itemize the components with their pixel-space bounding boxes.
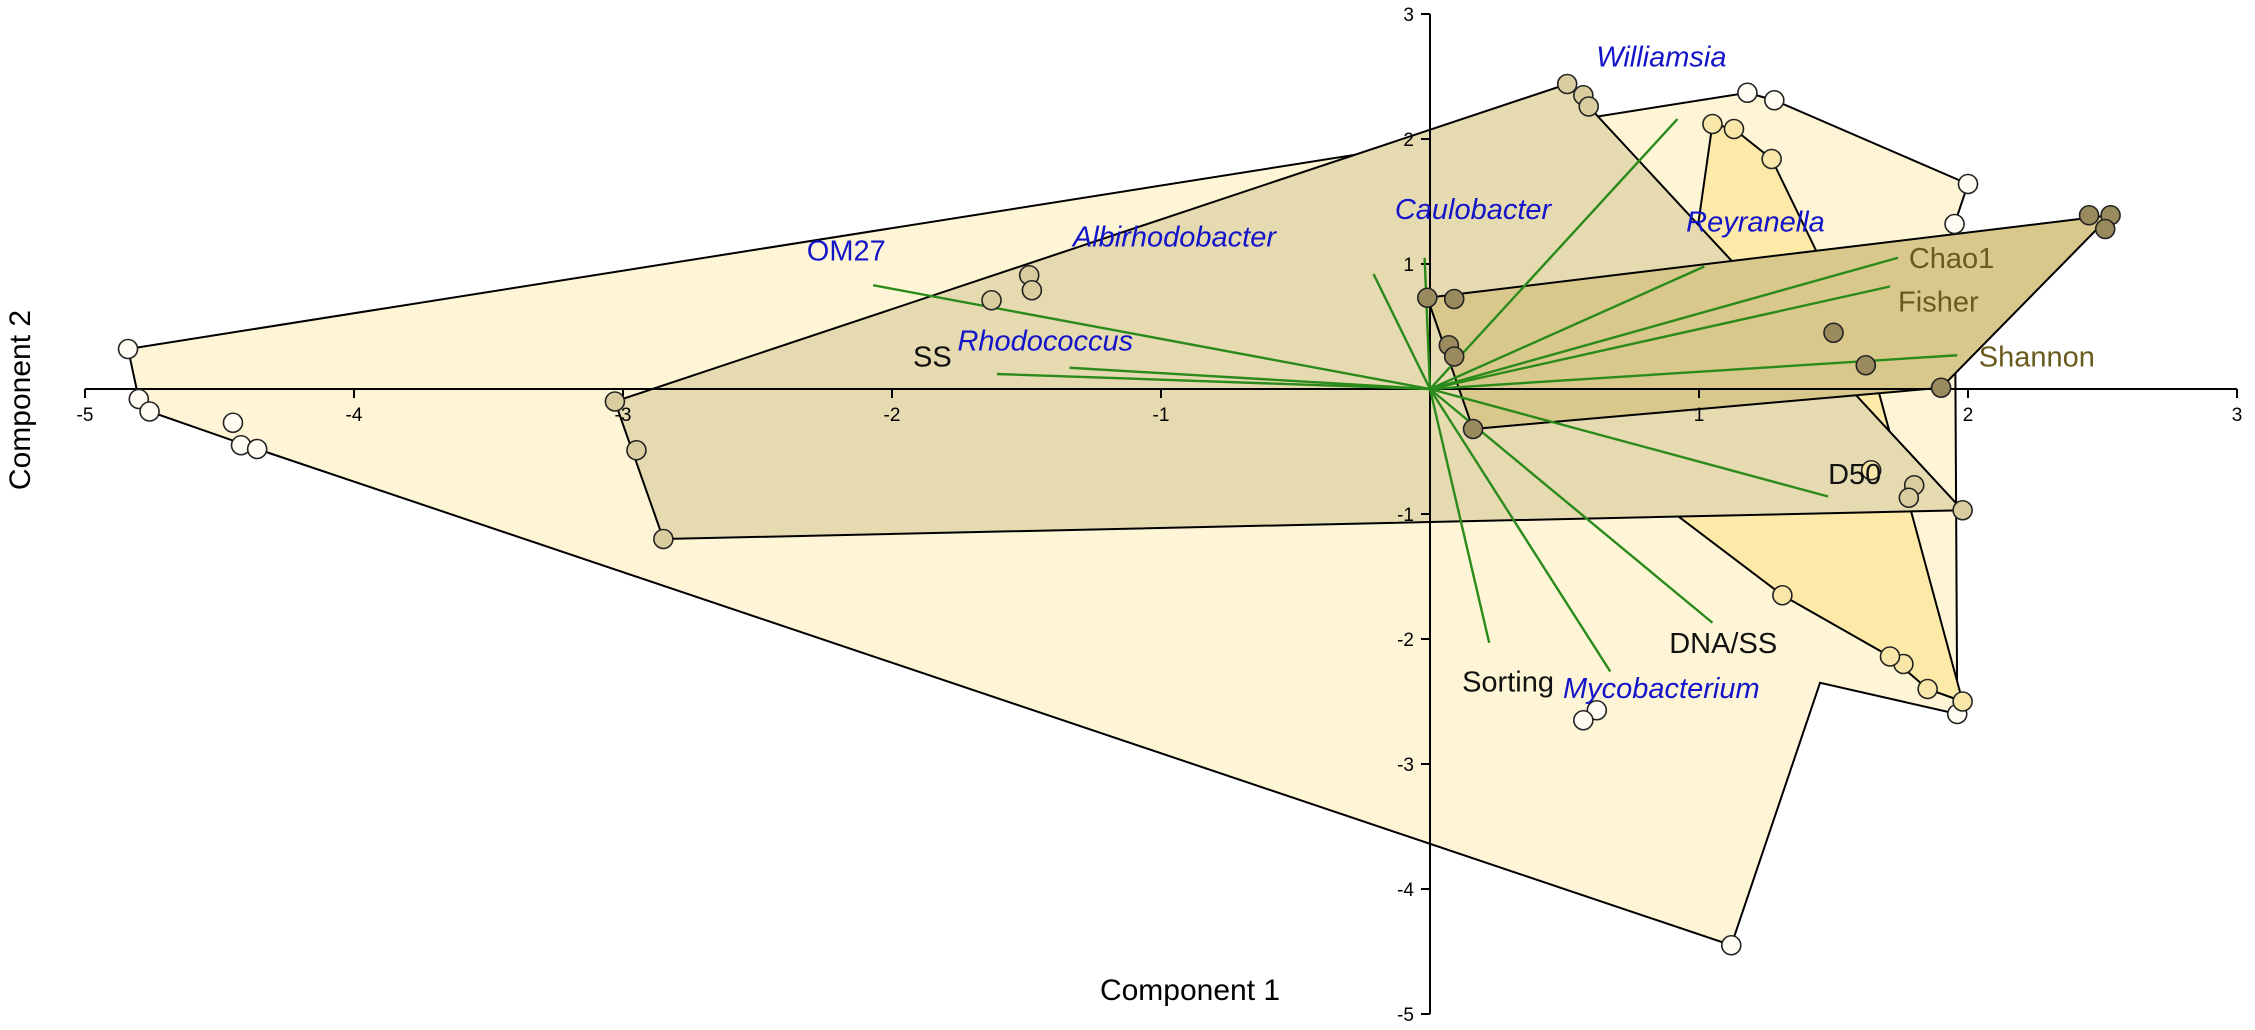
point-white [117,338,139,360]
point-dark-olive [1823,322,1844,344]
point-tan [1556,73,1578,95]
point-tan [1578,96,1600,117]
vector-om27 [872,284,1431,391]
label-ss: SS [913,342,952,374]
y-tick-label: -5 [1397,1005,1414,1026]
label-dna-ss: DNA/SS [1669,628,1777,660]
label-williamsia: Williamsia [1596,42,1726,74]
label-shannon: Shannon [1979,342,2095,374]
label-albirhodobacter: Albirhodobacter [1071,222,1277,254]
vector-reyranella [1429,265,1705,391]
y-tick-label: -3 [1397,755,1414,776]
point-white [1720,934,1742,956]
label-om27: OM27 [807,235,886,267]
point-dark-olive [1930,377,1952,399]
point-tan [1898,487,1920,509]
point-light-yellow [1879,646,1901,667]
vector-albirhodobacter [1372,273,1432,390]
label-fisher: Fisher [1898,287,1979,319]
point-white [1944,213,1965,235]
vector-williamsia [1429,118,1679,390]
point-dark-olive [1443,346,1465,367]
vector-rhodococcus [1069,366,1431,391]
point-light-yellow [1761,148,1782,170]
point-light-yellow [1917,678,1938,700]
point-tan [1952,499,1973,521]
point-tan [981,289,1002,311]
vector-caulobacter [1423,257,1432,390]
point-white [1737,82,1758,104]
y-tick-label: 3 [1403,5,1414,26]
x-tick-label: -4 [346,405,363,426]
point-tan [626,439,647,461]
point-tan [604,391,626,412]
loading-vectors [872,118,1958,673]
vector-mycobacterium [1428,388,1612,673]
vector-ss [996,372,1431,391]
label-sorting: Sorting [1462,667,1554,699]
point-white [246,438,268,460]
y-tick-label: -2 [1397,630,1414,651]
point-dark-olive [1462,418,1484,440]
point-light-yellow [1723,118,1745,140]
x-axis-title: Component 1 [1100,974,1280,1007]
point-dark-olive [1417,287,1438,309]
x-tick-label: 1 [1694,405,1705,426]
x-tick-label: 2 [1963,405,1974,426]
point-dark-olive [1855,354,1877,376]
point-light-yellow [1702,113,1723,135]
point-white [1764,89,1785,111]
point-dark-olive [2078,204,2100,226]
point-dark-olive [1443,288,1465,310]
x-tick-label: -1 [1153,405,1170,426]
point-tan [1021,279,1043,301]
point-tan [653,528,674,550]
label-reyranella: Reyranella [1686,207,1825,239]
label-caulobacter: Caulobacter [1395,194,1553,226]
label-rhodococcus: Rhodococcus [957,325,1133,357]
vector-d50 [1429,387,1829,498]
x-tick-label: -2 [884,405,901,426]
vector-sorting [1428,388,1491,644]
point-light-yellow [1860,459,1882,481]
point-white [139,401,160,422]
point-white [222,412,244,434]
y-axis-title: Component 2 [4,310,37,490]
point-light-yellow [1952,691,1973,712]
y-tick-label: 1 [1403,255,1414,276]
label-chao1: Chao1 [1909,243,1994,275]
y-tick-label: -4 [1397,880,1414,901]
y-tick-label: 2 [1403,130,1414,151]
x-tick-label: 3 [2232,405,2243,426]
group-hulls [126,82,2114,947]
y-tick-label: -1 [1397,505,1414,526]
point-dark-olive [2094,218,2116,240]
label-mycobacterium: Mycobacterium [1563,673,1760,705]
vector-fisher [1429,285,1891,391]
x-tick-label: -5 [77,405,94,426]
sample-points [117,73,2121,956]
point-white [1573,709,1594,731]
point-white [1957,173,1979,195]
vector-chao1 [1429,256,1899,391]
point-light-yellow [1772,584,1793,606]
label-d50: D50 [1828,459,1881,491]
